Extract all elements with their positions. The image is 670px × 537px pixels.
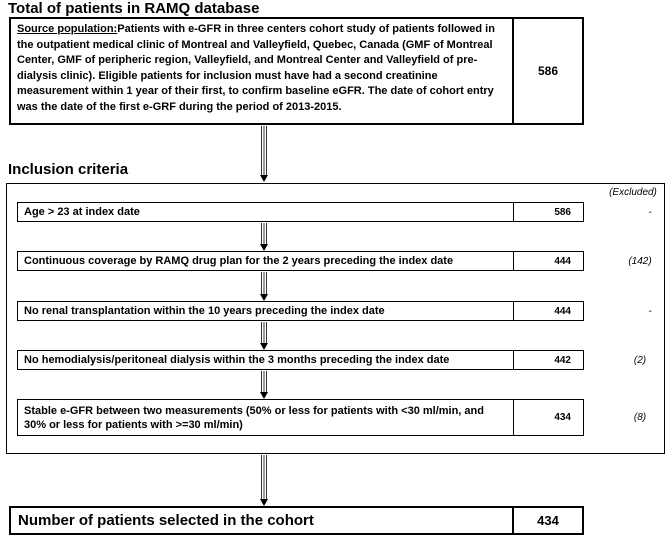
connector-criterion-1-to-2: [260, 223, 268, 251]
inclusion-heading: Inclusion criteria: [8, 161, 129, 178]
criterion-text-drug-coverage: Continuous coverage by RAMQ drug plan fo…: [24, 255, 454, 267]
final-selection-text: Number of patients selected in the cohor…: [18, 512, 314, 529]
criterion-excluded-drug-coverage: (142): [628, 256, 652, 267]
criterion-box-drug-coverage: Continuous coverage by RAMQ drug plan fo…: [17, 251, 514, 271]
source-population-text: Source population:Patients with e-GFR in…: [11, 19, 512, 115]
final-selection-box: Number of patients selected in the cohor…: [9, 506, 514, 535]
criterion-count-box-dialysis: 442: [513, 350, 584, 370]
connector-total-to-inclusion: [260, 126, 268, 182]
connector-criterion-4-to-5: [260, 371, 268, 399]
connector-criterion-2-to-3: [260, 272, 268, 301]
total-count: 586: [537, 64, 559, 78]
criterion-box-renal-transplant: No renal transplantation within the 10 y…: [17, 301, 514, 321]
total-count-box: 586: [512, 17, 584, 125]
criterion-count-renal-transplant: 444: [554, 305, 571, 317]
connector-criterion-3-to-4: [260, 322, 268, 350]
criterion-count-box-stable-egfr: 434: [513, 399, 584, 436]
criterion-text-renal-transplant: No renal transplantation within the 10 y…: [24, 305, 385, 317]
criterion-count-age: 586: [554, 206, 571, 218]
criterion-box-dialysis: No hemodialysis/peritoneal dialysis with…: [17, 350, 514, 370]
criterion-count-stable-egfr: 434: [554, 412, 571, 423]
criterion-excluded-dialysis: (2): [633, 355, 647, 366]
criterion-excluded-renal-transplant: -: [648, 306, 652, 317]
source-population-label: Source population:: [17, 23, 118, 35]
criterion-text-stable-egfr: Stable e-GFR between two measurements (5…: [24, 404, 484, 431]
connector-inclusion-to-final: [260, 455, 268, 506]
final-count-box: 434: [512, 506, 584, 535]
criterion-count-box-age: 586: [513, 202, 584, 222]
criterion-count-box-drug-coverage: 444: [513, 251, 584, 271]
criterion-text-age: Age > 23 at index date: [24, 206, 140, 218]
final-count: 434: [537, 513, 559, 528]
criterion-excluded-age: -: [648, 207, 652, 218]
total-heading: Total of patients in RAMQ database: [8, 0, 260, 17]
criterion-count-box-renal-transplant: 444: [513, 301, 584, 321]
criterion-count-dialysis: 442: [554, 354, 571, 366]
criterion-box-age: Age > 23 at index date: [17, 202, 514, 222]
criterion-box-stable-egfr: Stable e-GFR between two measurements (5…: [17, 399, 514, 436]
criterion-text-dialysis: No hemodialysis/peritoneal dialysis with…: [24, 354, 450, 366]
source-population-box: Source population:Patients with e-GFR in…: [9, 17, 514, 125]
excluded-header: (Excluded): [609, 187, 657, 198]
source-population-description: Patients with e-GFR in three centers coh…: [17, 23, 495, 113]
criterion-excluded-stable-egfr: (8): [633, 412, 647, 423]
criterion-count-drug-coverage: 444: [554, 255, 571, 267]
